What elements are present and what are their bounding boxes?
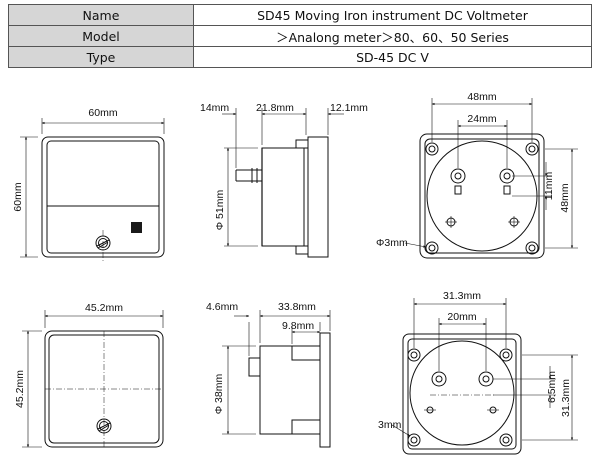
front-60-width-label: 60mm [88, 107, 117, 119]
back-45-outer-label: 31.3mm [443, 290, 481, 302]
spec-table: Name SD45 Moving Iron instrument DC Volt… [8, 4, 592, 68]
back-45-hole-label: 3mm [378, 419, 402, 431]
indicator-square [131, 222, 142, 233]
back-45-inner-label: 20mm [447, 311, 476, 323]
back-45-height-label: 31.3mm [560, 379, 572, 417]
side-45-depth-c-label: 9.8mm [282, 320, 314, 332]
side-view-60 [222, 108, 344, 258]
back-60-height-label: 48mm [559, 183, 571, 212]
front-60-height-label: 60mm [12, 182, 24, 211]
spec-value: SD45 Moving Iron instrument DC Voltmeter [193, 4, 592, 26]
side-45-depth-b-label: 33.8mm [278, 301, 316, 313]
side-view-45 [222, 310, 331, 448]
spec-row-model: Model ＞Analong meter＞80、60、50 Series [8, 25, 592, 47]
back-60-outer-label: 48mm [467, 91, 496, 103]
back-45-pitch-label: 6.5mm [546, 371, 558, 403]
spec-row-name: Name SD45 Moving Iron instrument DC Volt… [8, 4, 592, 26]
back-view-60 [404, 98, 578, 259]
back-60-inner-label: 24mm [467, 113, 496, 125]
spec-row-type: Type SD-45 DC V [8, 46, 592, 68]
side-60-diameter-label: Φ 51mm [214, 190, 226, 231]
spec-key: Model [8, 25, 194, 47]
side-60-depth-b-label: 21.8mm [256, 102, 294, 114]
back-60-pitch-label: 11mm [543, 172, 555, 201]
back-60-hole-label: Φ3mm [376, 237, 408, 249]
front-45-height-label: 45.2mm [14, 370, 26, 408]
side-45-diameter-label: Φ 38mm [213, 374, 225, 415]
back-view-45 [391, 298, 578, 455]
spec-key: Name [8, 4, 194, 26]
spec-value: SD-45 DC V [193, 46, 592, 68]
side-60-depth-c-label: 12.1mm [330, 102, 368, 114]
spec-key: Type [8, 46, 194, 68]
front-view-45 [22, 310, 164, 448]
front-45-width-label: 45.2mm [85, 302, 123, 314]
side-60-depth-a-label: 14mm [200, 102, 229, 114]
side-45-depth-a-label: 4.6mm [206, 301, 238, 313]
front-view-60 [20, 118, 165, 262]
